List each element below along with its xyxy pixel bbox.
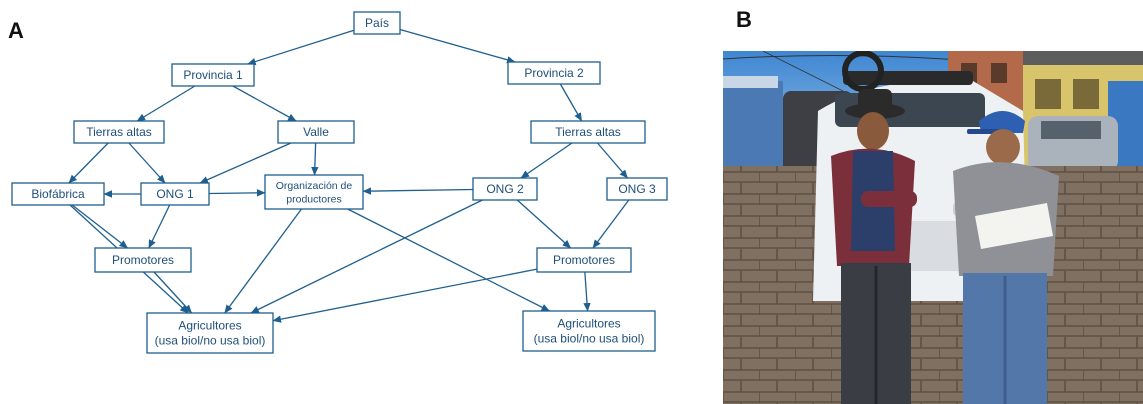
node-ong3: ONG 3 [606, 177, 668, 201]
edge-bio-to-prom1 [71, 204, 128, 249]
node-pais: País [353, 11, 401, 35]
edge-ong3-to-prom2 [592, 199, 630, 249]
node-box [11, 182, 105, 206]
node-label: Provincia 2 [524, 66, 584, 80]
edge-ta2-to-ong3 [596, 142, 629, 179]
node-label: Agricultores(usa biol/no usa biol) [155, 319, 266, 348]
edge-prov1-to-ta1 [136, 85, 196, 122]
node-ong2: ONG 2 [472, 177, 538, 201]
edge-valle-to-orgprod [311, 142, 319, 176]
node-prom1: Promotores [94, 247, 192, 273]
edge-prov1-to-valle [232, 85, 297, 122]
node-label: Promotores [553, 253, 615, 267]
node-box [606, 177, 668, 201]
node-prov2: Provincia 2 [507, 61, 601, 85]
node-ong1: ONG 1 [140, 182, 210, 206]
node-label: Tierras altas [86, 125, 152, 139]
node-label: Tierras altas [555, 125, 621, 139]
node-bio: Biofábrica [11, 182, 105, 206]
node-label: ONG 2 [486, 182, 524, 196]
node-box [530, 120, 646, 144]
node-prom2: Promotores [536, 247, 632, 273]
node-label: Biofábrica [31, 187, 85, 201]
edge-pais-to-prov1 [247, 29, 355, 66]
node-label: País [365, 16, 389, 30]
node-label: Agricultores(usa biol/no usa biol) [534, 317, 645, 346]
edge-ong2-to-orgprod [362, 187, 474, 195]
edge-pais-to-prov2 [399, 28, 516, 64]
panel-label-a: A [8, 18, 24, 43]
node-valle: Valle [277, 120, 355, 144]
edge-prom2-to-agr1 [272, 268, 538, 323]
node-box [146, 312, 274, 354]
node-box [353, 11, 401, 35]
edge-ong1-to-orgprod [208, 189, 266, 197]
node-label: ONG 3 [618, 182, 656, 196]
node-box [277, 120, 355, 144]
node-box [140, 182, 210, 206]
edge-prom1-to-agr1 [153, 271, 193, 314]
node-box [171, 63, 255, 87]
node-box [73, 120, 165, 144]
edge-orgprod-to-agr2 [347, 208, 550, 312]
edge-ong2-to-agr1 [250, 199, 483, 314]
node-ta2: Tierras altas [530, 120, 646, 144]
node-box [472, 177, 538, 201]
edge-ta1-to-ong1 [128, 142, 166, 184]
edge-ta1-to-bio [68, 142, 109, 184]
node-label: ONG 1 [156, 187, 194, 201]
panel-label-b: B [736, 7, 752, 32]
node-agr1: Agricultores(usa biol/no usa biol) [146, 312, 274, 354]
node-box [522, 310, 656, 352]
node-box [264, 174, 364, 210]
field-photo [723, 51, 1143, 404]
edge-orgprod-to-agr1 [224, 208, 302, 314]
edge-prom2-to-agr2 [583, 271, 591, 312]
node-ta1: Tierras altas [73, 120, 165, 144]
edge-prov2-to-ta2 [559, 83, 583, 122]
node-label: Provincia 1 [183, 68, 243, 82]
edge-ta2-to-ong2 [520, 142, 573, 179]
node-box [536, 247, 632, 273]
node-label: Promotores [112, 253, 174, 267]
edge-ong2-to-prom2 [516, 199, 572, 249]
node-box [507, 61, 601, 85]
node-box [94, 247, 192, 273]
edge-ong1-to-prom1 [148, 204, 171, 249]
edge-valle-to-ong1 [199, 142, 292, 184]
node-label: Valle [303, 125, 329, 139]
node-prov1: Provincia 1 [171, 63, 255, 87]
node-agr2: Agricultores(usa biol/no usa biol) [522, 310, 656, 352]
